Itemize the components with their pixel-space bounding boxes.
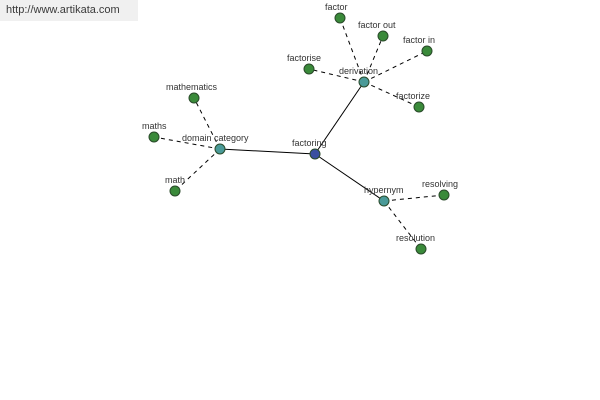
source-url-banner[interactable]: http://www.artikata.com xyxy=(0,0,138,21)
label-maths[interactable]: maths xyxy=(142,121,167,131)
edge-derivation-factorize xyxy=(363,81,420,108)
edge-derivation-factor-in xyxy=(363,50,428,83)
node-factorise[interactable] xyxy=(303,63,315,75)
node-domain-category[interactable] xyxy=(214,143,226,155)
edge-derivation-factor xyxy=(339,17,365,83)
label-resolution[interactable]: resolution xyxy=(396,233,435,243)
labels-layer: factoring domain category derivation hypern… xyxy=(142,2,458,243)
label-hypernym[interactable]: hypernym xyxy=(364,185,404,195)
edge-factoring-derivation xyxy=(314,81,365,155)
edge-domain-category-maths xyxy=(153,136,221,150)
nodes-layer xyxy=(148,12,450,255)
node-factoring[interactable] xyxy=(309,148,321,160)
node-factor-out[interactable] xyxy=(377,30,389,42)
edge-hypernym-resolving xyxy=(383,194,445,202)
node-hypernym[interactable] xyxy=(378,195,390,207)
edge-derivation-factor-out xyxy=(363,35,384,83)
label-factorise[interactable]: factorise xyxy=(287,53,321,63)
label-domain-category[interactable]: domain category xyxy=(182,133,249,143)
edges-layer xyxy=(153,17,445,250)
node-math[interactable] xyxy=(169,185,181,197)
label-factor-in[interactable]: factor in xyxy=(403,35,435,45)
node-maths[interactable] xyxy=(148,131,160,143)
node-derivation[interactable] xyxy=(358,76,370,88)
label-factor[interactable]: factor xyxy=(325,2,348,12)
node-resolving[interactable] xyxy=(438,189,450,201)
label-derivation[interactable]: derivation xyxy=(339,66,378,76)
label-resolving[interactable]: resolving xyxy=(422,179,458,189)
label-factor-out[interactable]: factor out xyxy=(358,20,396,30)
label-math[interactable]: math xyxy=(165,175,185,185)
label-factorize[interactable]: factorize xyxy=(396,91,430,101)
node-factor[interactable] xyxy=(334,12,346,24)
edge-factoring-domain-category xyxy=(219,148,316,155)
edge-factoring-hypernym xyxy=(314,153,385,202)
edge-hypernym-resolution xyxy=(383,200,422,250)
edge-domain-category-mathematics xyxy=(193,97,221,150)
node-mathematics[interactable] xyxy=(188,92,200,104)
edge-derivation-factorise xyxy=(308,68,365,83)
node-factor-in[interactable] xyxy=(421,45,433,57)
node-resolution[interactable] xyxy=(415,243,427,255)
edge-domain-category-math xyxy=(174,148,221,192)
node-factorize[interactable] xyxy=(413,101,425,113)
label-factoring[interactable]: factoring xyxy=(292,138,327,148)
label-mathematics[interactable]: mathematics xyxy=(166,82,218,92)
